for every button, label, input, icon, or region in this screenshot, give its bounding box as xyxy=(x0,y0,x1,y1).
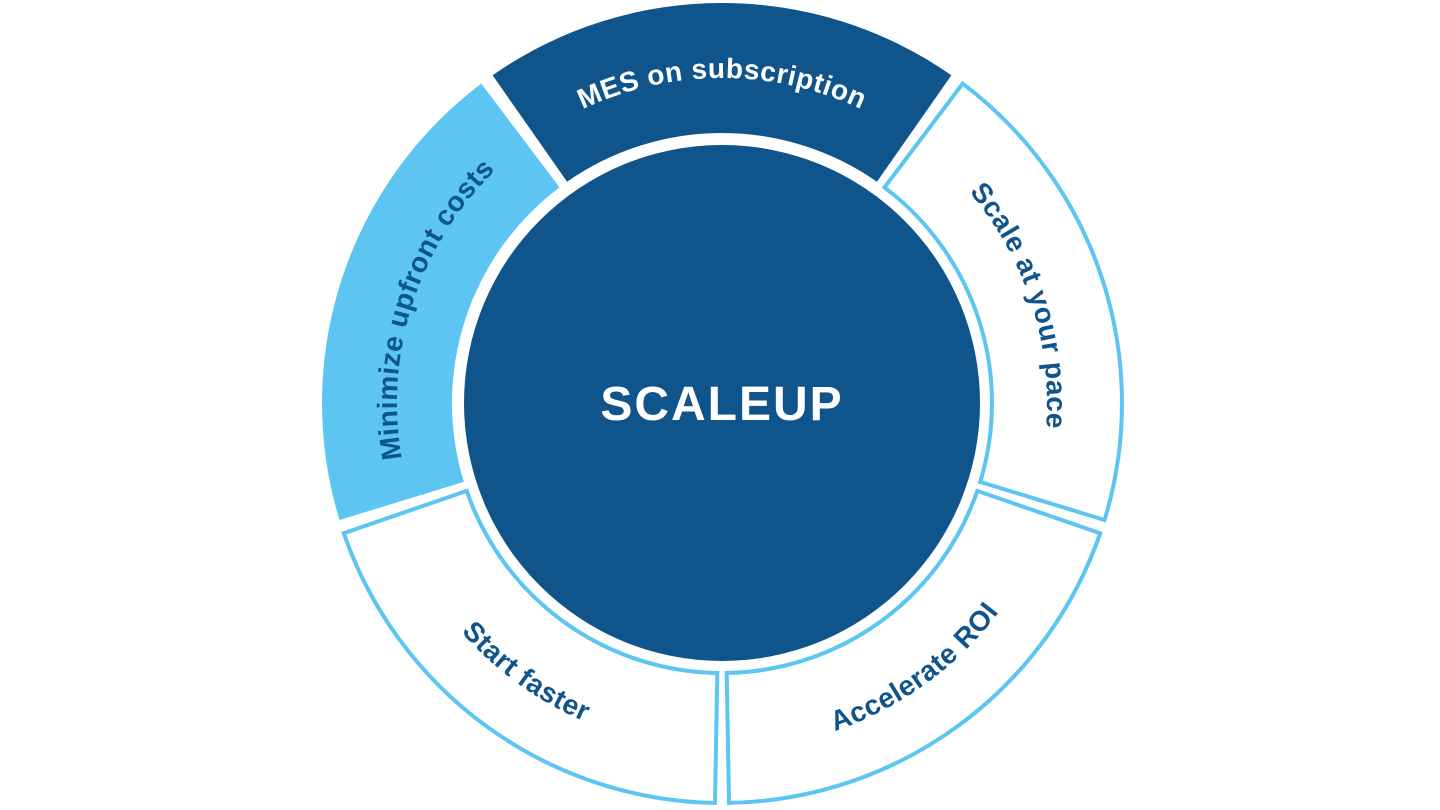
segment-mes-on-subscription xyxy=(492,2,952,182)
center-circle xyxy=(464,145,980,661)
segment-minimize-upfront-costs xyxy=(322,83,560,520)
segment-scale-at-your-pace xyxy=(881,80,1124,523)
segment-start-faster xyxy=(341,488,720,805)
segment-accelerate-roi xyxy=(724,488,1103,805)
center-label: SCALEUP xyxy=(600,378,843,431)
